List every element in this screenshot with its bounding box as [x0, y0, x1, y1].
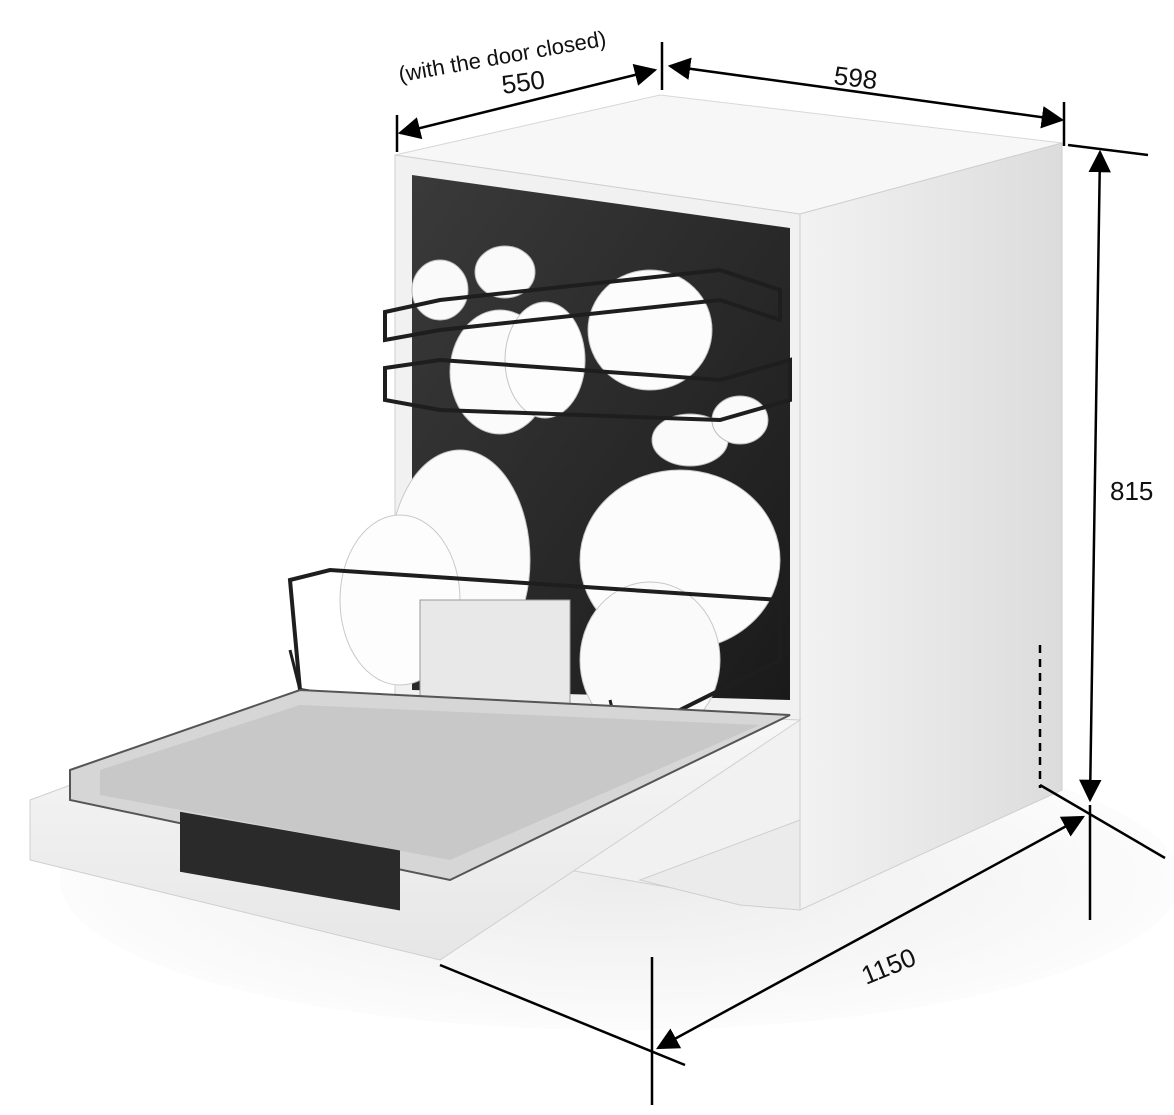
dim-width-line [667, 57, 1065, 129]
dishwasher-illustration [29, 94, 1063, 961]
dim-depth-open-line [656, 815, 1085, 1050]
label-598: 598 [832, 60, 879, 95]
open-door [29, 688, 802, 961]
dimension-lines [395, 42, 1166, 1105]
upper-rack [383, 245, 792, 467]
dim-depth-closed-line [397, 63, 658, 140]
label-815: 815 [1110, 476, 1153, 506]
lower-rack [287, 449, 782, 743]
dim-height-line [1079, 149, 1111, 803]
label-550: 550 [500, 64, 547, 100]
cabinet-side [799, 142, 1063, 911]
